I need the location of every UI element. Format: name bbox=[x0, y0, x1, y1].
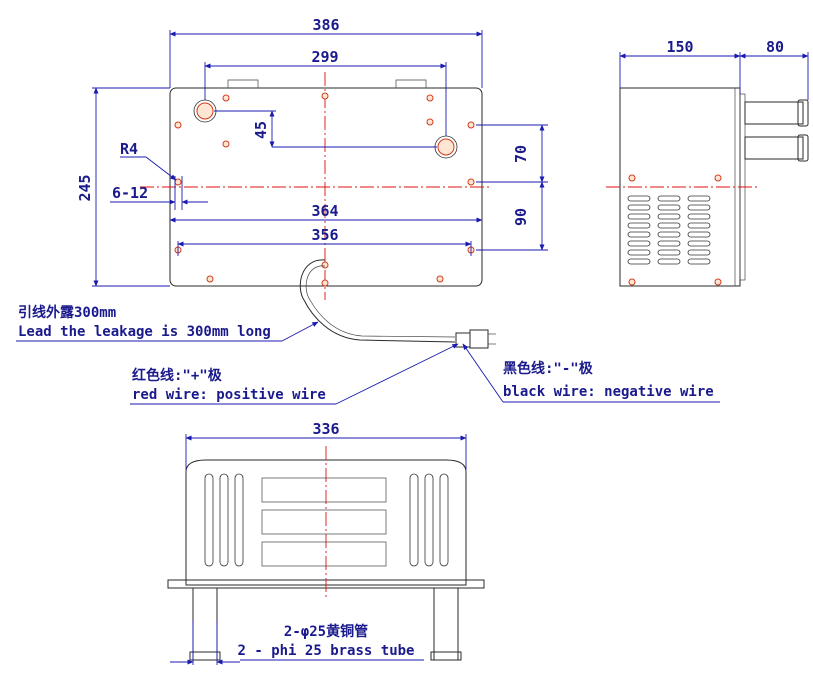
note-red-en: red wire: positive wire bbox=[132, 387, 326, 403]
dim-336: 336 bbox=[312, 420, 339, 438]
dim-386: 386 bbox=[312, 16, 339, 34]
dim-245: 245 bbox=[76, 174, 94, 201]
dim-r4: R4 bbox=[120, 140, 138, 158]
note-black-cn: 黑色线:"-"极 bbox=[503, 360, 594, 377]
note-red-cn: 红色线:"+"极 bbox=[132, 367, 223, 384]
front-tube-right bbox=[433, 587, 459, 661]
dim-45: 45 bbox=[252, 121, 270, 139]
side-vents bbox=[627, 195, 711, 265]
note-tube-en: 2 - phi 25 brass tube bbox=[237, 643, 414, 659]
top-dimensions: 386 299 45 R4 6-12 245 364 356 bbox=[76, 16, 548, 287]
note-tube-cn: 2-φ25黄铜管 bbox=[284, 623, 368, 640]
dim-90: 90 bbox=[512, 208, 530, 226]
front-vents bbox=[261, 477, 387, 567]
note-lead-en: Lead the leakage is 300mm long bbox=[18, 324, 271, 340]
dim-299: 299 bbox=[311, 48, 338, 66]
note-black-en: black wire: negative wire bbox=[503, 384, 714, 400]
annotations: 引线外露300mm Lead the leakage is 300mm long… bbox=[16, 304, 720, 661]
side-tube-upper bbox=[744, 101, 804, 125]
dim-150: 150 bbox=[666, 38, 693, 56]
dim-364: 364 bbox=[311, 202, 338, 220]
front-view: 336 bbox=[167, 420, 485, 665]
dim-6-12: 6-12 bbox=[112, 184, 148, 202]
mounting-holes bbox=[174, 92, 475, 287]
front-tube-left bbox=[192, 587, 218, 661]
side-view: 150 80 bbox=[606, 38, 809, 287]
note-lead-cn: 引线外露300mm bbox=[18, 304, 116, 321]
dim-356: 356 bbox=[311, 226, 338, 244]
dim-70: 70 bbox=[512, 145, 530, 163]
side-tube-lower bbox=[744, 136, 804, 160]
dim-80: 80 bbox=[766, 38, 784, 56]
